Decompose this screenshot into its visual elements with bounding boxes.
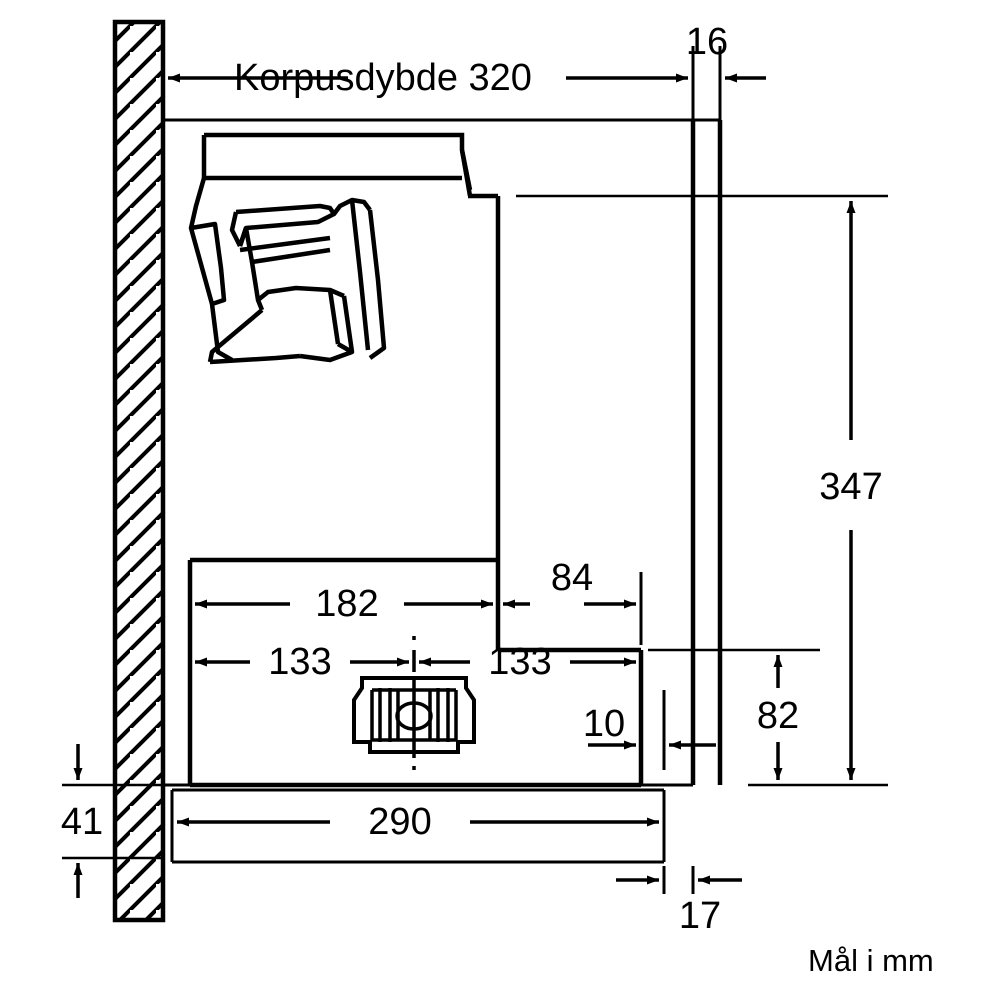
hood-filter-mechanism (188, 177, 387, 365)
wall-section (112, 19, 166, 923)
dimension-label-290: 290 (368, 801, 432, 843)
dimension-290 (170, 788, 666, 864)
dimension-label-korpusdybde: Korpusdybde 320 (234, 57, 532, 99)
dimension-korpusdybde (161, 46, 695, 120)
dimension-label-133-left: 133 (268, 641, 332, 683)
dimension-17 (616, 866, 742, 894)
dimension-label-347: 347 (819, 466, 883, 508)
hood-body (187, 132, 644, 788)
units-note: Mål i mm (808, 943, 934, 978)
dimension-347 (516, 194, 888, 787)
dimension-label-10: 10 (582, 703, 626, 745)
dimension-41 (62, 744, 163, 898)
dimension-16 (718, 46, 766, 120)
dimension-label-133-right: 133 (488, 641, 552, 683)
cabinet-outline (161, 118, 723, 787)
dimension-label-17: 17 (678, 895, 722, 937)
dimension-label-41: 41 (60, 801, 104, 843)
dimension-label-84: 84 (550, 557, 594, 599)
dimension-label-82: 82 (756, 695, 800, 737)
dimension-84 (503, 572, 643, 645)
dimension-label-16: 16 (685, 21, 729, 63)
dimension-82 (648, 648, 820, 780)
dimension-label-182: 182 (315, 583, 379, 625)
dimension-10 (588, 690, 716, 770)
